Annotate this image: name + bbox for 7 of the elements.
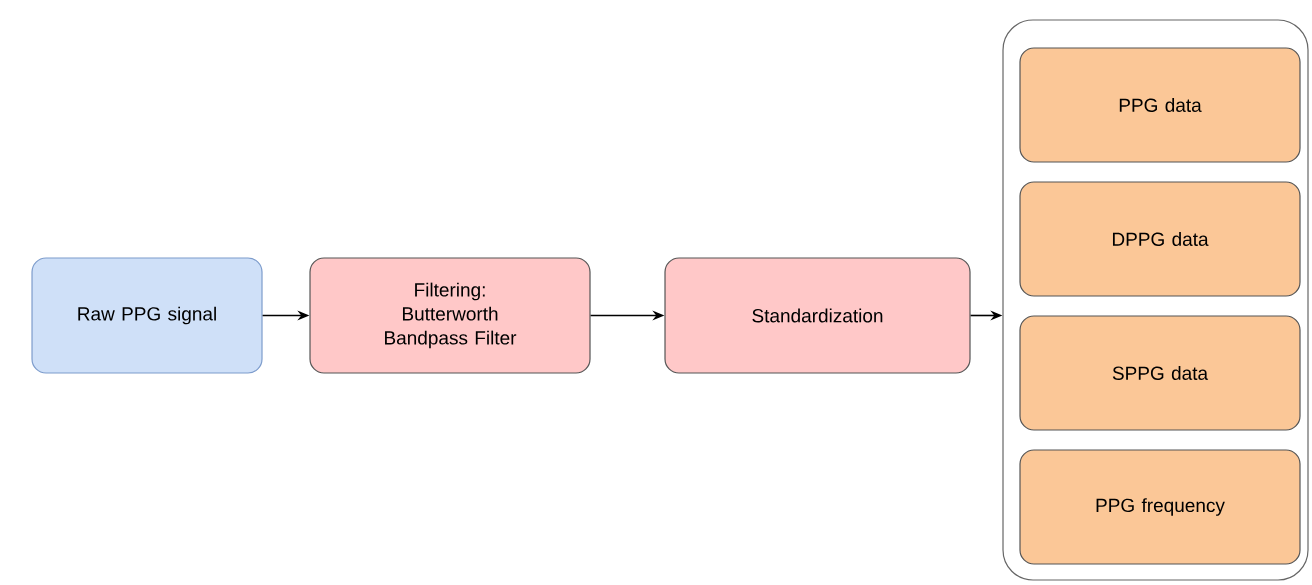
output-box: PPG data (1019, 47, 1301, 163)
process-box: Filtering: Butterworth Bandpass Filter (309, 257, 591, 374)
process-box: Standardization (664, 257, 971, 374)
process-box: Raw PPG signal (31, 257, 263, 374)
output-box: DPPG data (1019, 181, 1301, 297)
output-box: SPPG data (1019, 315, 1301, 431)
output-box: PPG frequency (1019, 449, 1301, 565)
